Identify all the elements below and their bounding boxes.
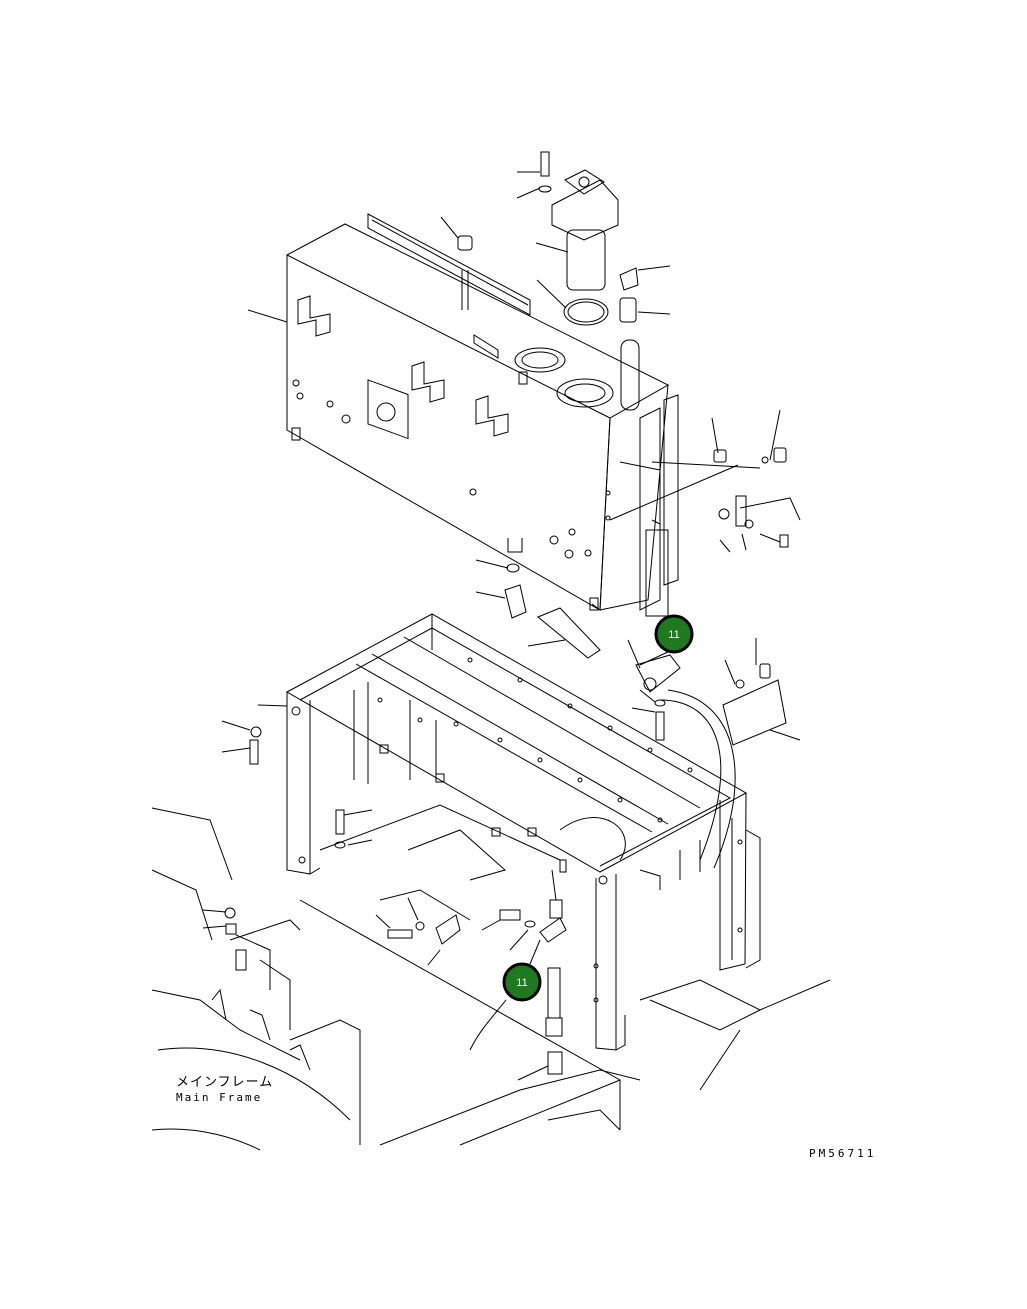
left-bolts [221,704,373,849]
callout-number-upper: 11 [668,629,679,641]
filter-assembly [457,151,640,411]
tank-side-bracket [619,394,801,617]
hydraulic-tank [285,213,670,611]
callout-marker-upper[interactable]: 11 [639,614,694,666]
drawing-code-label: PM56711 [809,1147,877,1160]
main-frame-label-en: Main Frame [176,1091,263,1104]
leader-lines-top [247,171,781,521]
callout-number-lower: 11 [516,977,527,989]
callout-marker-lower[interactable]: 11 [469,939,542,1051]
hose-fittings [475,538,681,741]
main-frame-lower [151,804,831,1151]
cover-plate [722,638,801,746]
lower-fittings [202,869,567,1081]
main-frame-label-ja: メインフレーム [176,1075,274,1090]
